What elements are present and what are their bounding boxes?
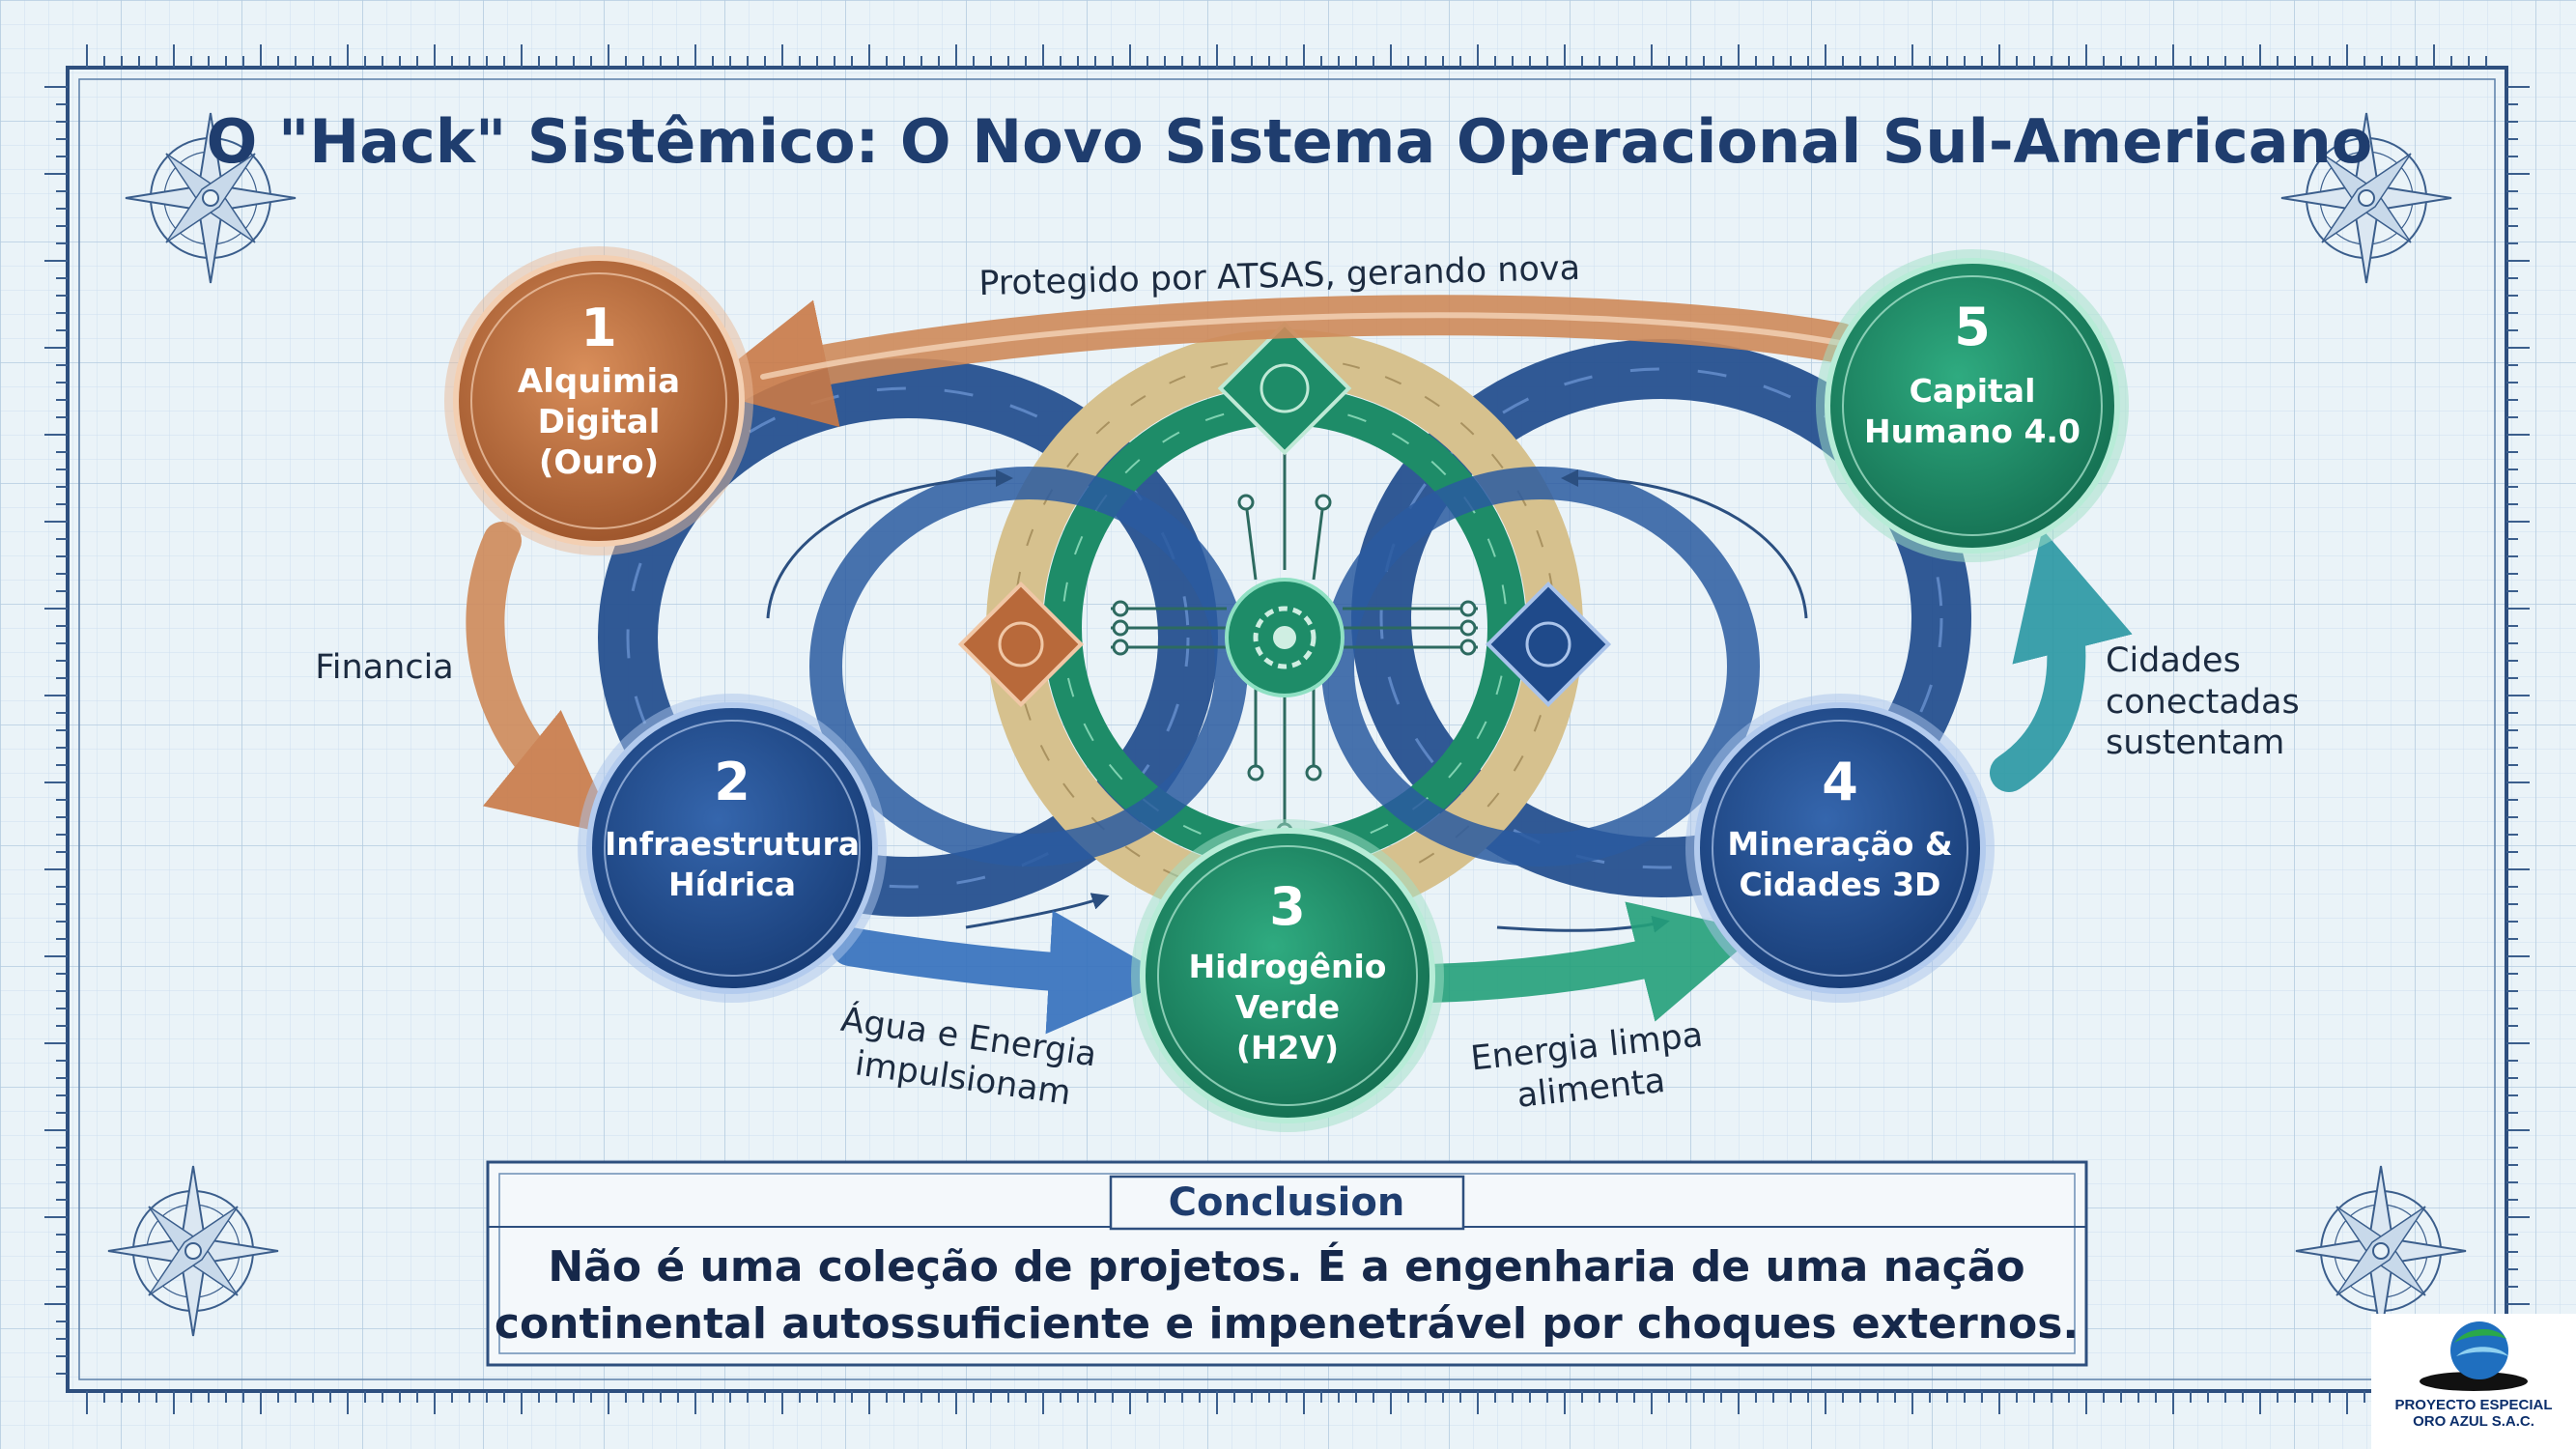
circuit-node [1459, 600, 1477, 617]
circuit-node [1315, 494, 1332, 511]
node-3-label-line2: Verde [1235, 988, 1340, 1026]
arrow-4-to-5 [1990, 528, 2133, 792]
logo-mark-icon [2420, 1321, 2528, 1391]
diamond-top-icon [1217, 321, 1352, 456]
company-logo: PROYECTO ESPECIAL ORO AZUL S.A.C. [2371, 1314, 2576, 1449]
logo-name: PROYECTO ESPECIAL ORO AZUL S.A.C. [2371, 1397, 2576, 1430]
node-2-label-line2: Hídrica [668, 866, 796, 903]
node-2-label-line1: Infraestrutura [605, 825, 860, 863]
flow-arrows [466, 295, 2133, 1035]
gear-icon [1225, 578, 1345, 697]
logo-line1: PROYECTO ESPECIAL [2394, 1397, 2553, 1413]
arrow-1-to-2 [466, 522, 618, 837]
circuit-node [1112, 639, 1129, 656]
node-5-label-line2: Humano 4.0 [1864, 412, 2081, 450]
node-2: 2 Infraestrutura Hídrica [578, 694, 887, 1003]
node-5-number: 5 [1954, 297, 1991, 357]
arrow-5-to-1-highlight [760, 312, 1843, 380]
edge-label-finances: Financia [315, 648, 454, 687]
diamond-right-icon [1485, 581, 1612, 708]
node-1-number: 1 [580, 298, 617, 358]
edge-label-cities-line3: sustentam [2106, 724, 2284, 762]
circuit-traces [1111, 435, 1478, 831]
node-3: 3 Hidrogênio Verde (H2V) [1131, 819, 1444, 1132]
circuit-node [1112, 600, 1129, 617]
node-3-label-line3: (H2V) [1236, 1029, 1339, 1066]
right-loop-arrow [1561, 469, 1808, 619]
node-5: 5 Capital Humano 4.0 [1816, 249, 2129, 562]
node-3-number: 3 [1269, 876, 1306, 937]
node-4-label-line2: Cidades 3D [1740, 866, 1941, 903]
left-loop-arrow [766, 469, 1013, 619]
circuit-node [1459, 639, 1477, 656]
circuit-node [1459, 619, 1477, 637]
left-ring-circuit [626, 386, 1190, 889]
right-inner-ring [1321, 467, 1760, 867]
edge-label-cities-line2: conectadas [2106, 683, 2300, 722]
compass-rose-icon [125, 112, 297, 284]
conclusion-heading: Conclusion [1169, 1180, 1405, 1225]
node-1-label-line1: Alquimia [518, 362, 680, 401]
node-5-label-line1: Capital [1910, 372, 2036, 410]
node-1-label-line3: (Ouro) [539, 443, 659, 482]
page-title: O "Hack" Sistêmico: O Novo Sistema Opera… [207, 106, 2373, 177]
edge-label-cities-line1: Cidades [2106, 641, 2241, 680]
conclusion-line2: continental autossuficiente e impenetráv… [495, 1299, 2079, 1349]
node-4: 4 Mineração & Cidades 3D [1685, 694, 1995, 1003]
arrow-3-to-4 [1410, 901, 1761, 1022]
compass-rose-icons [107, 112, 2467, 1337]
node-1-label-line2: Digital [538, 403, 661, 441]
inner-frame [78, 78, 2496, 1380]
circuit-node [1237, 494, 1255, 511]
lower-left-loop-arrow [965, 893, 1110, 929]
compass-rose-icon [2295, 1165, 2467, 1337]
circuit-node [1247, 764, 1264, 781]
node-4-number: 4 [1822, 752, 1858, 812]
node-3-label-line1: Hidrogênio [1189, 948, 1387, 985]
conclusion-line1: Não é uma coleção de projetos. É a engen… [548, 1240, 2024, 1292]
arrow-2-to-3 [831, 910, 1173, 1035]
left-inner-ring [809, 467, 1248, 867]
compass-rose-icon [2280, 112, 2452, 284]
circuit-node [1305, 764, 1322, 781]
compass-rose-icon [107, 1165, 279, 1337]
node-1: 1 Alquimia Digital (Ouro) [444, 246, 753, 555]
node-2-number: 2 [714, 752, 750, 812]
node-4-label-line1: Mineração & [1727, 825, 1952, 863]
logo-line2: ORO AZUL S.A.C. [2413, 1413, 2534, 1430]
diamond-left-icon [957, 581, 1085, 708]
right-ring-circuit [1379, 367, 1943, 869]
circuit-node [1112, 619, 1129, 637]
conclusion-box: Conclusion Não é uma coleção de projetos… [486, 1160, 2088, 1367]
